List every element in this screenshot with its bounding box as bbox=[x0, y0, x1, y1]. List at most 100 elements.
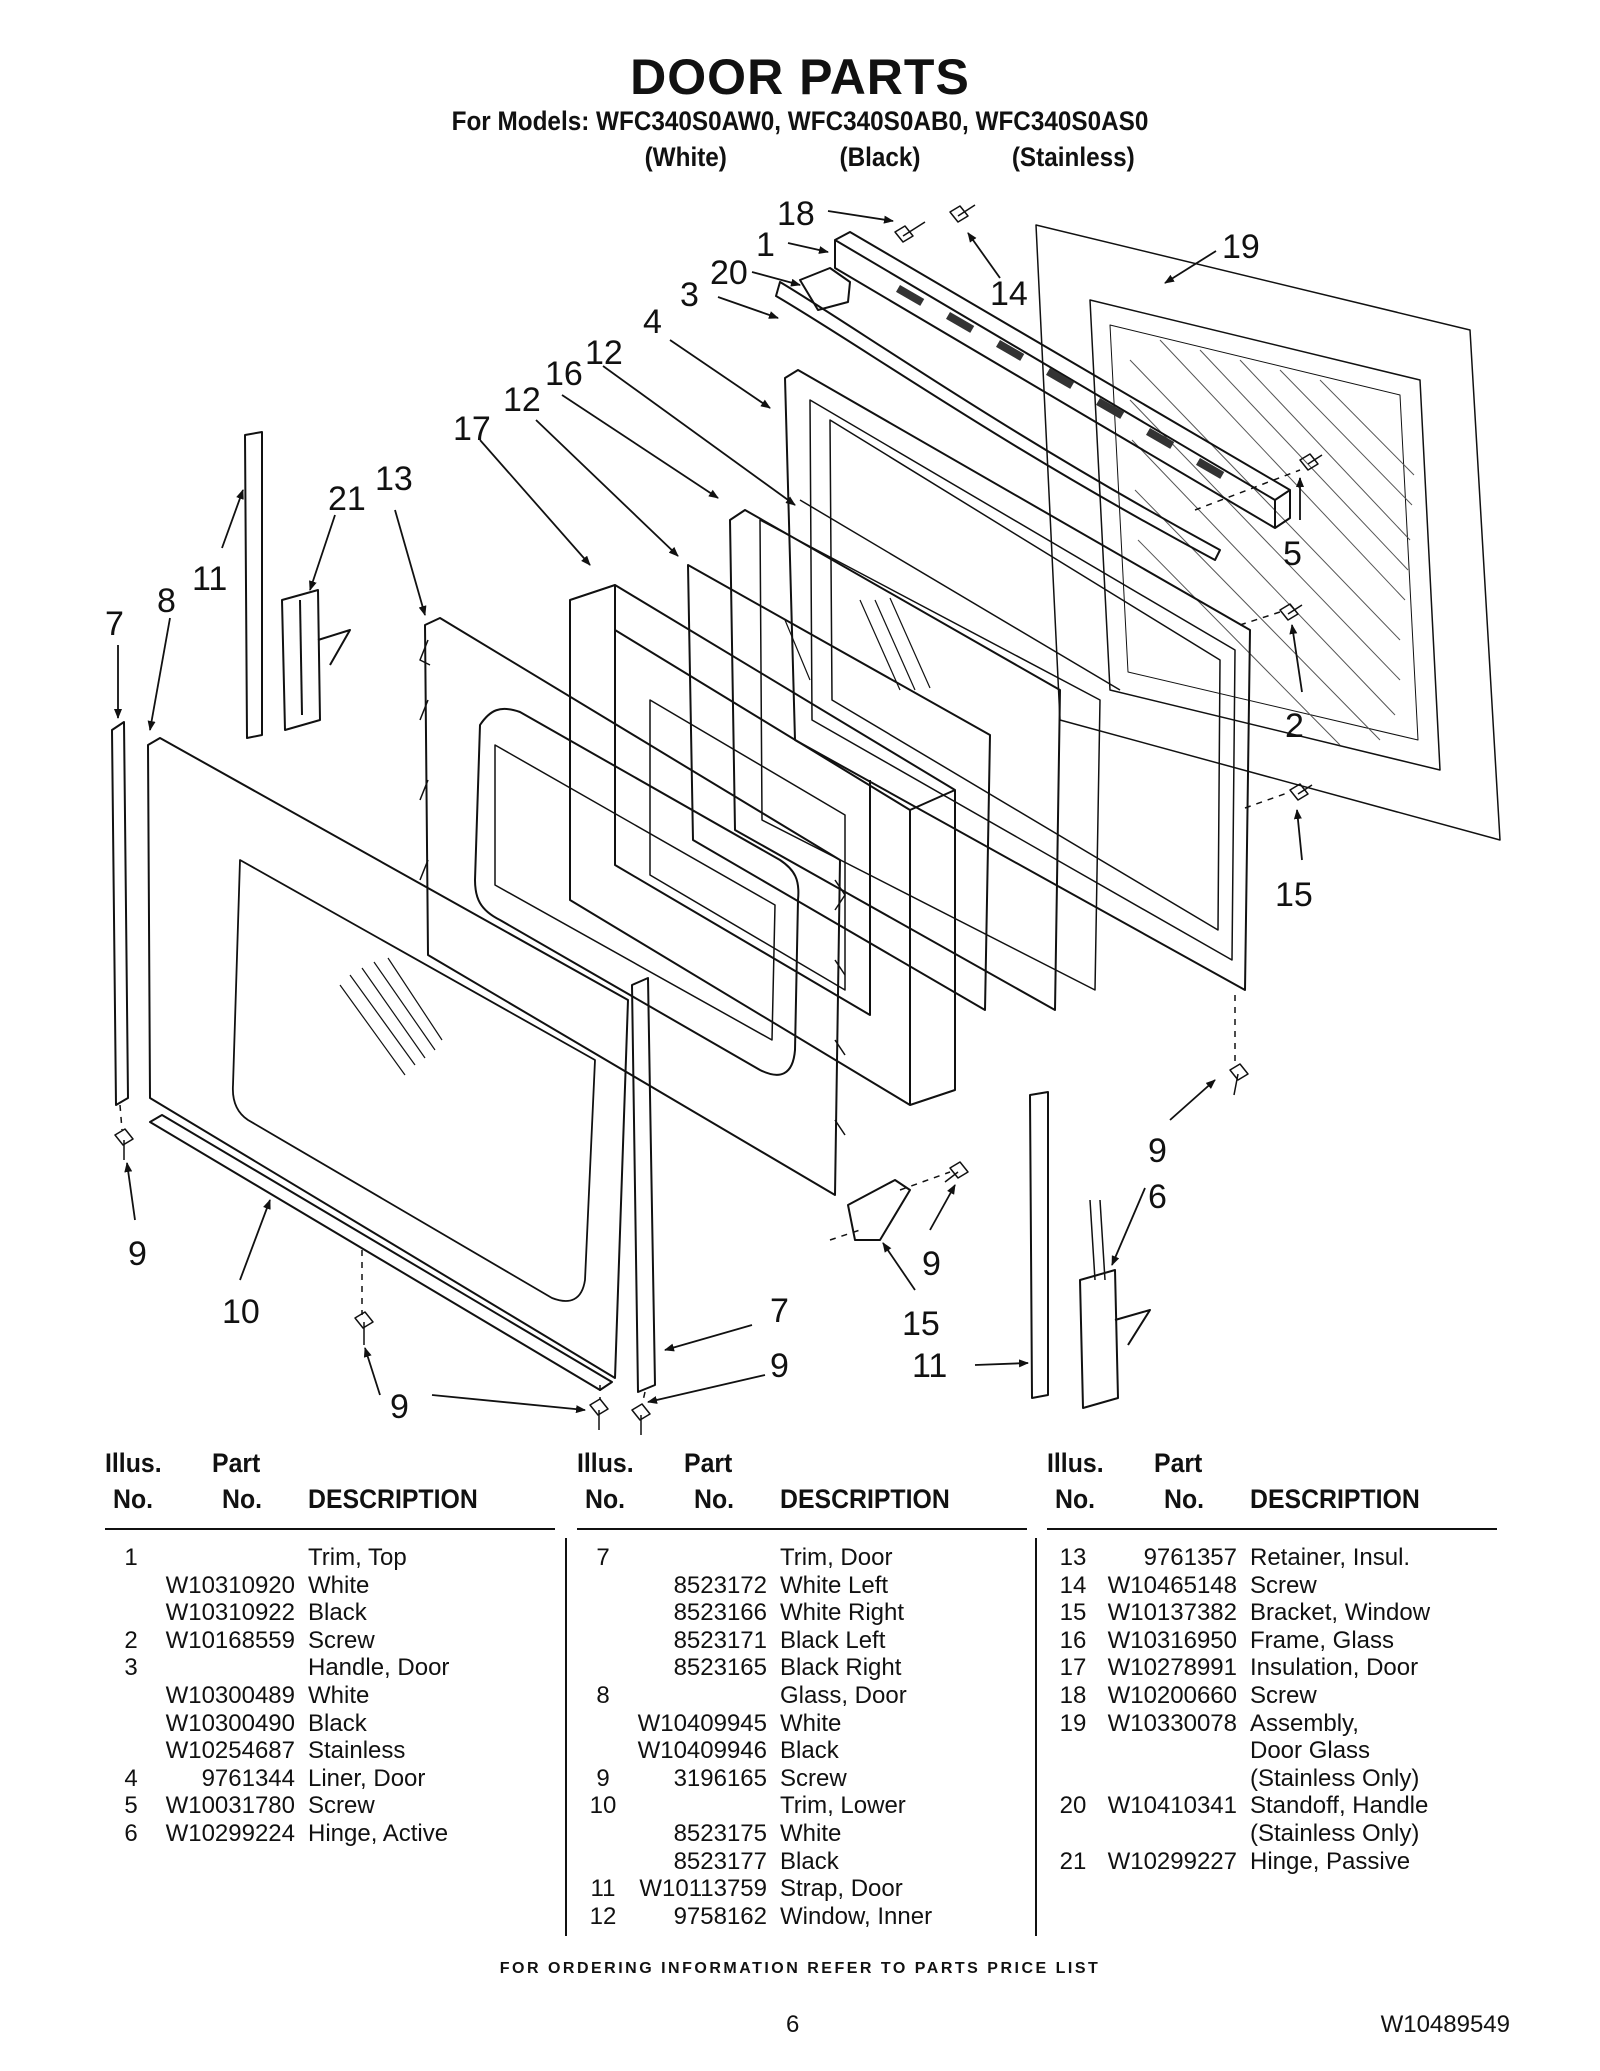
part-description: White bbox=[780, 1819, 842, 1847]
part-description: Assembly, bbox=[1250, 1709, 1359, 1737]
part-description: Black Right bbox=[780, 1654, 902, 1682]
part-description: Hinge, Active bbox=[308, 1819, 449, 1847]
active-hinge-drawing bbox=[1079, 1199, 1151, 1409]
door-glass-assembly-drawing bbox=[1035, 224, 1501, 841]
header-illus: Illus. bbox=[105, 1448, 162, 1478]
table-row: 5 W10031780 Screw bbox=[105, 1792, 575, 1820]
illus-number: 15 bbox=[1059, 1599, 1087, 1627]
callout-14: 14 bbox=[990, 275, 1028, 313]
callout-9d: 9 bbox=[770, 1347, 789, 1385]
header-rule bbox=[105, 1528, 555, 1530]
header-illus-no: No. bbox=[113, 1484, 154, 1514]
part-description: Screw bbox=[308, 1792, 375, 1820]
insulation-retainer-drawing bbox=[419, 617, 846, 1196]
part-number: W10254687 bbox=[165, 1737, 295, 1765]
part-description: Trim, Lower bbox=[780, 1792, 906, 1820]
screw-drawings bbox=[114, 204, 1323, 1435]
part-description: Stainless bbox=[308, 1737, 406, 1765]
part-description: Glass, Door bbox=[780, 1681, 907, 1709]
callout-2: 2 bbox=[1285, 707, 1304, 745]
header-illus: Illus. bbox=[577, 1448, 634, 1478]
part-description: Insulation, Door bbox=[1250, 1654, 1419, 1682]
callout-6: 6 bbox=[1148, 1178, 1167, 1216]
part-number: W10200660 bbox=[1107, 1681, 1237, 1709]
illus-number: 12 bbox=[589, 1902, 617, 1930]
door-trim-left-drawing bbox=[111, 721, 129, 1106]
part-number: 8523177 bbox=[673, 1847, 767, 1875]
illus-number: 4 bbox=[124, 1764, 138, 1792]
part-number: W10316950 bbox=[1107, 1626, 1237, 1654]
variant-black: (Black) bbox=[839, 142, 921, 172]
part-description: Screw bbox=[780, 1764, 847, 1792]
inner-window-drawing bbox=[729, 509, 1061, 1011]
handle-drawing bbox=[775, 281, 1221, 561]
callout-13: 13 bbox=[375, 460, 413, 498]
part-number: 8523175 bbox=[673, 1819, 767, 1847]
door-strap-right-drawing bbox=[1029, 1091, 1049, 1399]
part-description: Liner, Door bbox=[308, 1764, 426, 1792]
door-strap-left-drawing bbox=[244, 431, 263, 739]
table-row: 10 Trim, Lower bbox=[577, 1792, 1047, 1820]
table-row: Door Glass bbox=[1047, 1737, 1517, 1765]
standoff-drawing bbox=[799, 267, 851, 311]
part-description: White bbox=[780, 1709, 842, 1737]
part-description: Black bbox=[308, 1709, 367, 1737]
illus-number: 20 bbox=[1059, 1792, 1087, 1820]
part-description: White Left bbox=[780, 1571, 889, 1599]
callout-9a: 9 bbox=[1148, 1132, 1167, 1170]
part-number: W10299227 bbox=[1107, 1847, 1237, 1875]
part-description: Handle, Door bbox=[308, 1654, 450, 1682]
part-number: W10409945 bbox=[637, 1709, 767, 1737]
table-row: W10254687 Stainless bbox=[105, 1737, 575, 1765]
callout-9e: 9 bbox=[390, 1388, 409, 1426]
lower-trim-drawing bbox=[149, 1114, 613, 1391]
variant-white: (White) bbox=[644, 142, 727, 172]
illus-number: 14 bbox=[1059, 1571, 1087, 1599]
part-number: 8523166 bbox=[673, 1599, 767, 1627]
passive-hinge-drawing bbox=[281, 589, 351, 731]
column-divider bbox=[1035, 1538, 1037, 1936]
part-number: W10113759 bbox=[639, 1875, 767, 1903]
part-number: W10409946 bbox=[637, 1737, 767, 1765]
part-number: 9761344 bbox=[201, 1764, 295, 1792]
illus-number: 5 bbox=[124, 1792, 138, 1820]
header-part: Part bbox=[1154, 1448, 1203, 1478]
callout-7b: 7 bbox=[770, 1292, 789, 1330]
ordering-note: FOR ORDERING INFORMATION REFER TO PARTS … bbox=[499, 1960, 1101, 1977]
header-part-no: No. bbox=[222, 1484, 263, 1514]
header-description: DESCRIPTION bbox=[308, 1484, 478, 1514]
part-description: Retainer, Insul. bbox=[1250, 1544, 1411, 1571]
callout-9b: 9 bbox=[128, 1235, 147, 1273]
callout-9c: 9 bbox=[922, 1245, 941, 1283]
column-divider bbox=[565, 1538, 567, 1936]
illus-number: 10 bbox=[589, 1792, 617, 1820]
table-row: 4 9761344 Liner, Door bbox=[105, 1765, 575, 1793]
document-number: W10489549 bbox=[1380, 2011, 1510, 2038]
table-row: W10409945 White bbox=[577, 1710, 1047, 1738]
callout-16: 16 bbox=[545, 355, 583, 393]
header-illus: Illus. bbox=[1047, 1448, 1104, 1478]
part-number: W10330078 bbox=[1107, 1709, 1237, 1737]
part-number: W10031780 bbox=[165, 1792, 295, 1820]
part-description: (Stainless Only) bbox=[1250, 1764, 1420, 1792]
part-number: 8523172 bbox=[673, 1571, 767, 1599]
illus-number: 9 bbox=[596, 1764, 610, 1792]
table-row: 8523172 White Left bbox=[577, 1572, 1047, 1600]
illus-number: 1 bbox=[124, 1544, 138, 1571]
liner-drawing bbox=[784, 369, 1251, 991]
